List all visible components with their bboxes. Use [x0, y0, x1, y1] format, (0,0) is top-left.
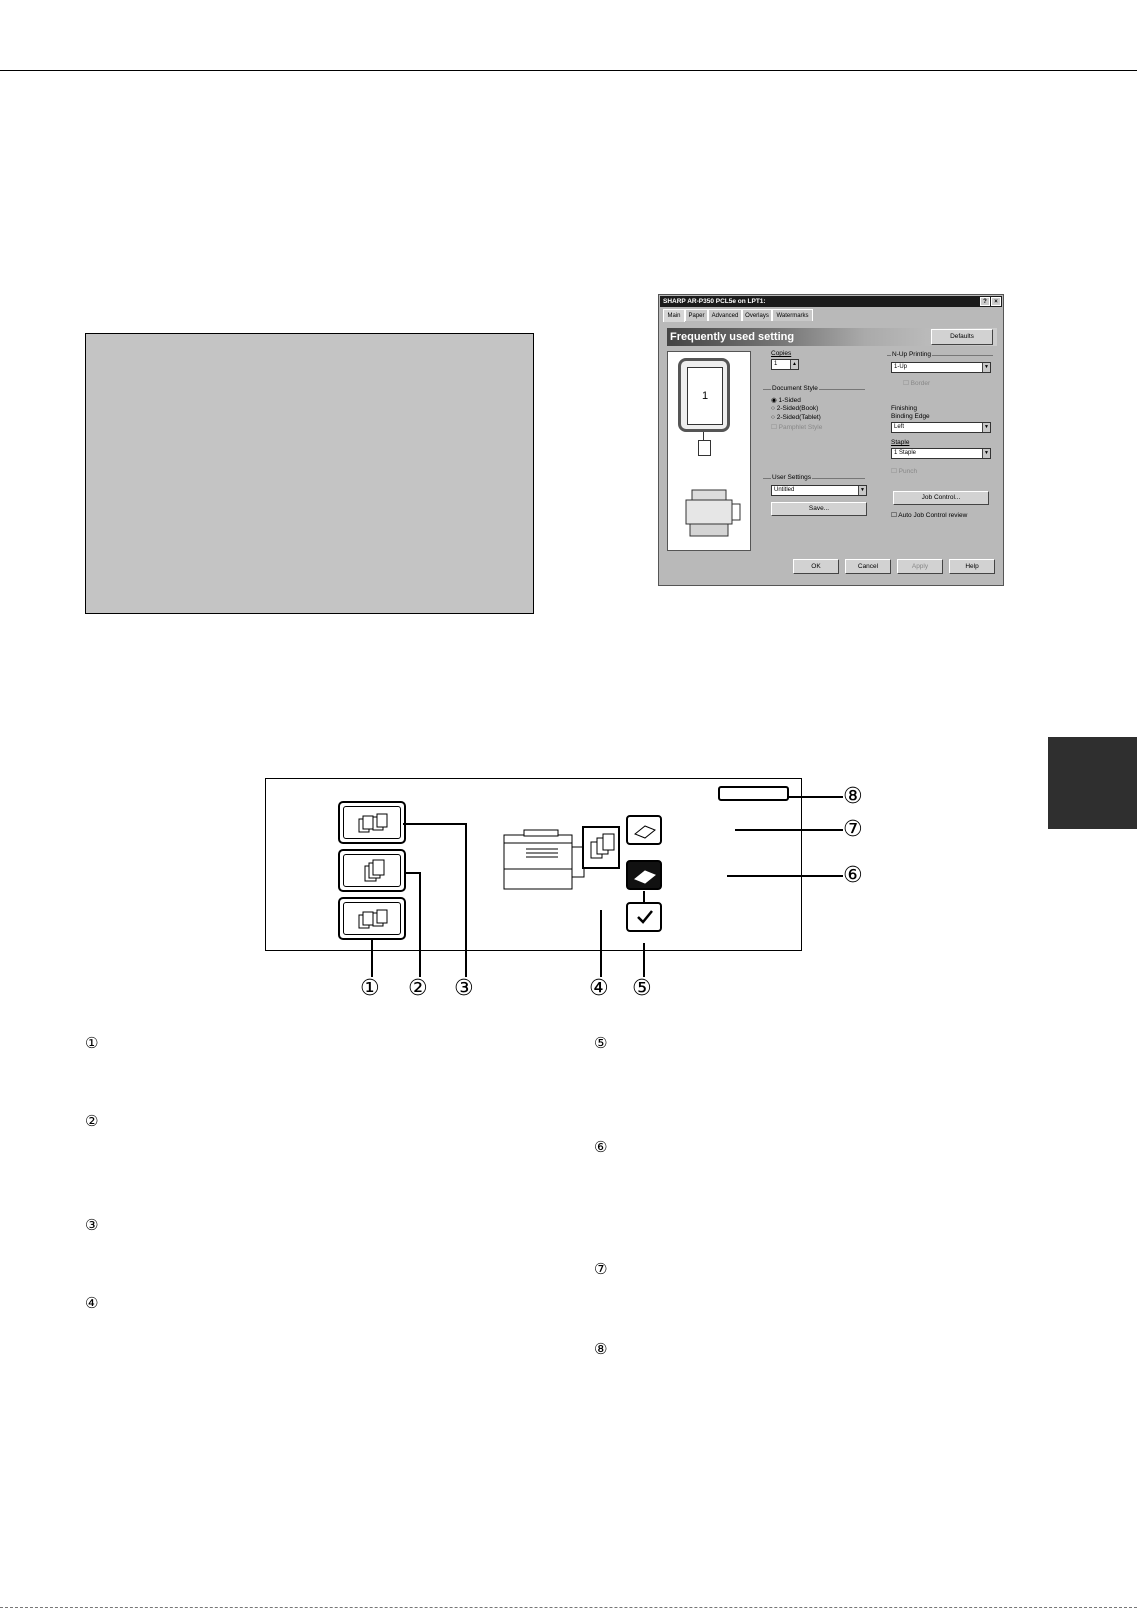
staple-select[interactable]: 1 Staple ▼ [891, 448, 991, 459]
copies-input[interactable]: 1 ▲ [771, 359, 799, 370]
dialog-titlebar: SHARP AR-P350 PCL5e on LPT1: ? × [660, 296, 1002, 307]
punch-checkbox[interactable]: ☐ Punch [891, 468, 918, 475]
callout-2: ② [408, 975, 428, 1000]
tab-main[interactable]: Main [663, 309, 685, 322]
mode-button-3[interactable] [338, 801, 406, 844]
copies-spin-icon[interactable]: ▲ [790, 360, 798, 369]
nup-value: 1-Up [894, 364, 908, 370]
close-title-button[interactable]: × [991, 297, 1001, 306]
copies-value: 1 [774, 361, 778, 367]
pamphlet-style-checkbox[interactable]: ☐ Pamphlet Style [771, 424, 823, 431]
tab-advanced[interactable]: Advanced [708, 309, 742, 321]
dialog-title: SHARP AR-P350 PCL5e on LPT1: [663, 298, 766, 305]
page-preview: 1 [687, 367, 723, 425]
operation-panel-diagram [265, 778, 802, 951]
document-style-1sided[interactable]: ◉ 1-Sided [771, 397, 801, 404]
list-marker-7: ⑦ [594, 1261, 608, 1278]
chevron-down-icon: ▼ [982, 449, 990, 458]
document-style-label: Document Style [771, 385, 819, 392]
list-marker-8: ⑧ [594, 1341, 608, 1358]
binding-edge-label: Binding Edge [891, 413, 930, 420]
finisher-output-indicator [582, 826, 620, 869]
tab-watermarks[interactable]: Watermarks [772, 309, 813, 321]
list-marker-1: ① [85, 1035, 99, 1052]
output-tray-icon [590, 833, 615, 859]
nup-select[interactable]: 1-Up ▼ [891, 362, 991, 373]
list-marker-3: ③ [85, 1217, 99, 1234]
copier-machine-icon [503, 829, 585, 890]
callout-8: ⑧ [843, 783, 863, 808]
border-checkbox[interactable]: ☐ Border [903, 380, 931, 387]
tray-icon [634, 825, 656, 839]
finishing-label: Finishing [891, 405, 918, 412]
sorted-copies-icon [358, 909, 388, 929]
staple-value: 1 Staple [894, 450, 917, 456]
tab-overlays[interactable]: Overlays [742, 309, 772, 321]
top-rule [0, 70, 1137, 71]
collated-copies-icon [358, 813, 388, 833]
tab-paper[interactable]: Paper [685, 309, 708, 321]
callout-7: ⑦ [843, 816, 863, 841]
nup-label: N-Up Printing [891, 351, 933, 358]
binding-edge-select[interactable]: Left ▼ [891, 422, 991, 433]
chevron-down-icon: ▼ [858, 486, 866, 495]
copies-label: Copies [771, 350, 792, 357]
printer-properties-dialog: SHARP AR-P350 PCL5e on LPT1: ? × Main Pa… [658, 294, 1004, 586]
mode-button-1[interactable] [338, 897, 406, 940]
preview-pane: 1 [667, 351, 751, 551]
apply-button[interactable]: Apply [897, 559, 943, 574]
stack-copies-icon [364, 859, 385, 882]
printer-icon [685, 489, 741, 537]
mode-button-2[interactable] [338, 849, 406, 892]
check-icon [637, 910, 653, 924]
callout-6: ⑥ [843, 862, 863, 887]
page-preview-frame: 1 [678, 358, 730, 432]
ok-button[interactable]: OK [793, 559, 839, 574]
note-box [85, 333, 534, 614]
save-button[interactable]: Save... [771, 502, 867, 516]
list-marker-5: ⑤ [594, 1035, 608, 1052]
user-settings-select[interactable]: Untitled ▼ [771, 485, 867, 496]
tray-icon [634, 870, 656, 884]
binding-edge-value: Left [894, 424, 905, 430]
chevron-down-icon: ▼ [982, 423, 990, 432]
help-title-button[interactable]: ? [980, 297, 990, 306]
defaults-button[interactable]: Defaults [931, 329, 993, 345]
list-marker-6: ⑥ [594, 1139, 608, 1156]
settings-banner: Frequently used setting [667, 328, 997, 346]
callout-4: ④ [589, 975, 609, 1000]
chapter-tab [1048, 737, 1137, 829]
staple-label: Staple [891, 439, 910, 446]
bottom-rule [0, 1607, 1137, 1608]
chevron-down-icon: ▼ [982, 363, 990, 372]
message-display-indicator [718, 786, 789, 801]
list-marker-4: ④ [85, 1295, 99, 1312]
help-button[interactable]: Help [949, 559, 995, 574]
callout-1: ① [360, 975, 380, 1000]
document-style-2sided-tablet[interactable]: ○ 2-Sided(Tablet) [771, 414, 821, 421]
job-control-button[interactable]: Job Control... [893, 491, 989, 505]
tray-button-selected[interactable] [626, 860, 662, 890]
tray-button-top[interactable] [626, 815, 662, 845]
auto-job-control-checkbox[interactable]: ☐ Auto Job Control review [891, 512, 968, 519]
cancel-button[interactable]: Cancel [845, 559, 891, 574]
document-style-2sided-book[interactable]: ○ 2-Sided(Book) [771, 405, 819, 412]
user-settings-label: User Settings [771, 474, 813, 481]
user-settings-value: Untitled [774, 487, 795, 493]
callout-3: ③ [454, 975, 474, 1000]
ok-check-button[interactable] [626, 902, 662, 932]
list-marker-2: ② [85, 1113, 99, 1130]
output-page-icon [698, 440, 711, 456]
callout-5: ⑤ [632, 975, 652, 1000]
